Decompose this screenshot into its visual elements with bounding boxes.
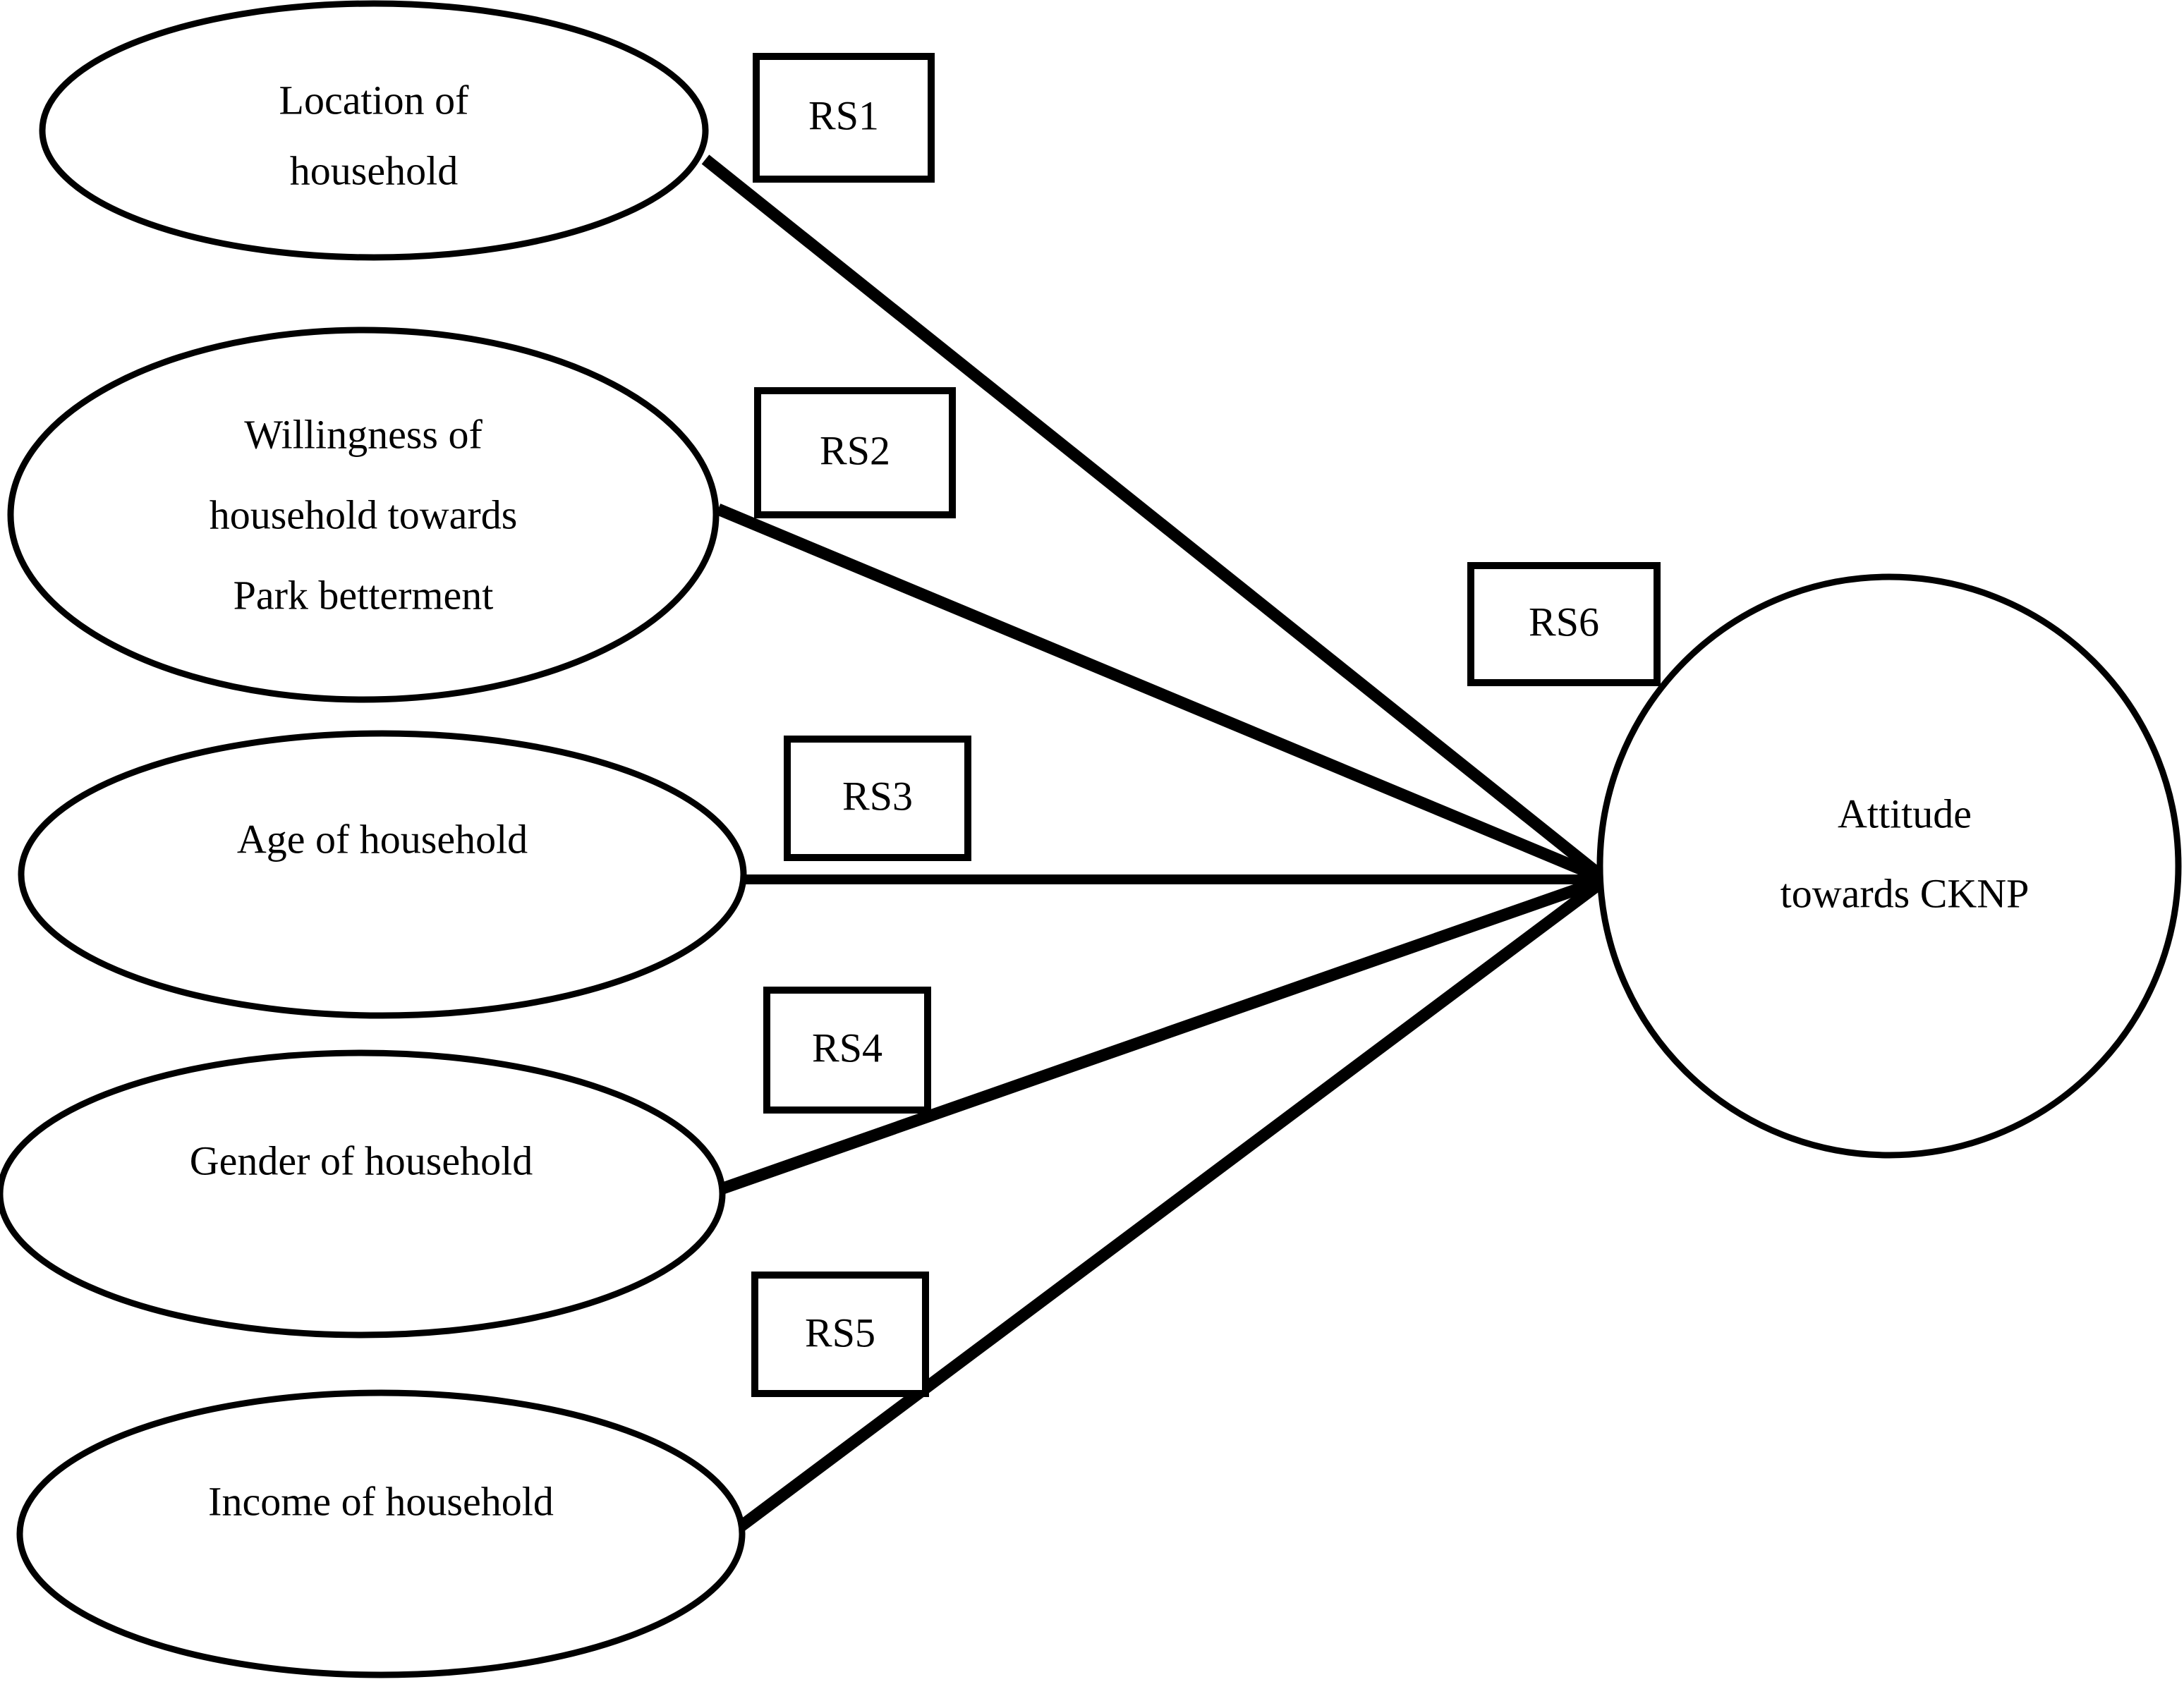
path-label-rs6[interactable]: RS6	[1467, 562, 1661, 686]
node-location-ellipse[interactable]	[39, 0, 709, 261]
edge-gender-attitude	[719, 873, 1608, 1195]
path-label-rs6-text: RS6	[1529, 599, 1599, 645]
node-location-label-line-2: household	[290, 147, 458, 193]
path-label-rs4[interactable]: RS4	[763, 987, 931, 1114]
path-label-rs4-box[interactable]	[763, 987, 931, 1114]
node-gender-ellipse[interactable]	[0, 1049, 726, 1339]
edge-location-attitude	[701, 154, 1610, 884]
node-willingness-label-line-2: household towards	[210, 492, 518, 537]
node-location[interactable]: Location of household	[39, 0, 709, 261]
path-label-rs5-box[interactable]	[751, 1272, 929, 1397]
path-label-rs2-text: RS2	[820, 427, 890, 473]
path-label-rs1-box[interactable]	[753, 53, 935, 183]
node-willingness-label-line-3: Park betterment	[233, 572, 494, 618]
path-label-rs1[interactable]: RS1	[753, 53, 935, 183]
node-attitude-label-line-1: Attitude	[1838, 791, 1972, 836]
node-location-label-line-1: Location of	[279, 77, 470, 123]
node-age-ellipse[interactable]	[18, 730, 747, 1019]
node-income[interactable]: Income of household	[16, 1389, 746, 1678]
edge-willingness-attitude	[715, 504, 1608, 885]
node-income-label: Income of household	[208, 1478, 554, 1524]
node-willingness[interactable]: Willingness of household towards Park be…	[7, 327, 720, 703]
path-label-rs4-text: RS4	[812, 1025, 882, 1071]
edge-layer	[701, 154, 1610, 1532]
node-willingness-label-line-1: Willingness of	[244, 411, 483, 457]
path-label-rs3-text: RS3	[842, 773, 913, 819]
edge-income-attitude	[735, 874, 1610, 1532]
path-label-rs3-box[interactable]	[784, 736, 971, 861]
node-attitude[interactable]: Attitude towards CKNP	[1596, 573, 2182, 1159]
node-age[interactable]: Age of household	[18, 730, 747, 1019]
node-gender[interactable]: Gender of household	[0, 1049, 726, 1339]
node-attitude-label-line-2: towards CKNP	[1780, 870, 2030, 916]
path-label-layer: RS1 RS2 RS3 RS4 RS5 RS6	[751, 53, 1661, 1397]
path-label-rs2[interactable]: RS2	[754, 387, 956, 518]
node-gender-label: Gender of household	[190, 1138, 533, 1183]
node-attitude-circle[interactable]	[1596, 573, 2182, 1159]
node-income-ellipse[interactable]	[16, 1389, 746, 1678]
path-label-rs5[interactable]: RS5	[751, 1272, 929, 1397]
node-age-label: Age of household	[237, 816, 528, 862]
path-label-rs5-text: RS5	[805, 1310, 875, 1355]
path-label-rs6-box[interactable]	[1467, 562, 1661, 686]
path-label-rs3[interactable]: RS3	[784, 736, 971, 861]
path-label-rs1-text: RS1	[808, 92, 879, 138]
node-willingness-ellipse[interactable]	[7, 327, 720, 703]
path-label-rs2-box[interactable]	[754, 387, 956, 518]
